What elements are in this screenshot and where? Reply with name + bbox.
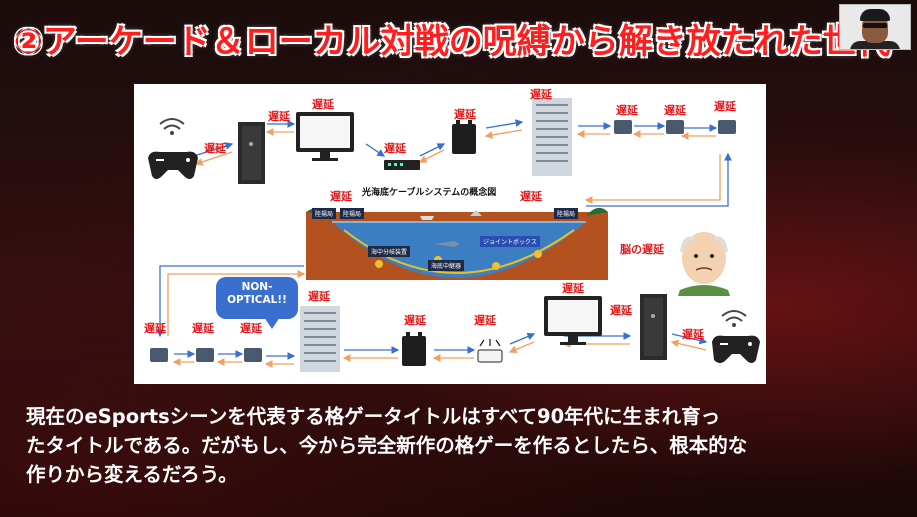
delay-label: 遅延 xyxy=(384,142,406,155)
delay-label: 遅延 xyxy=(268,110,290,123)
non-optical-bubble: NON- OPTICAL!! xyxy=(216,277,298,329)
building-icon xyxy=(300,306,340,372)
network-diagram: 遅延 遅延 遅延 遅延 遅延 遅延 遅延 遅延 遅延 遅延 遅延 遅延 遅延 遅… xyxy=(134,84,766,384)
network-switch-icon xyxy=(384,160,420,170)
monitor-icon xyxy=(296,112,354,161)
slide-caption: 現在のeSportsシーンを代表する格ゲータイトルはすべて90年代に生まれ育っ … xyxy=(26,402,906,489)
delay-label: 遅延 xyxy=(330,190,352,203)
wifi-icon xyxy=(159,118,185,135)
delay-label: 遅延 xyxy=(474,314,496,327)
joint-box-tag: ジョイントボックス xyxy=(480,236,540,247)
delay-label: 遅延 xyxy=(204,142,226,155)
bottom-connection-arrows xyxy=(156,265,708,368)
caption-line-1: 現在のeSportsシーンを代表する格ゲータイトルはすべて90年代に生まれ育っ xyxy=(26,405,721,428)
delay-label: 遅延 xyxy=(664,104,686,117)
router-icon xyxy=(452,120,476,154)
pc-tower-icon xyxy=(640,294,667,360)
ocean-diagram-title: 光海底ケーブルシステムの概念図 xyxy=(362,188,497,198)
delay-label: 遅延 xyxy=(520,190,542,203)
station-tag: 陸揚局 xyxy=(312,208,337,219)
network-switch-icon xyxy=(477,339,503,363)
router-icon xyxy=(402,332,426,366)
delay-label: 遅延 xyxy=(240,322,262,335)
wifi-icon xyxy=(721,310,747,327)
delay-label: 遅延 xyxy=(308,290,330,303)
station-tag: 陸揚局 xyxy=(554,208,579,219)
brain-delay-label: 脳の遅延 xyxy=(620,243,664,256)
caption-line-2: たタイトルである。だがもし、今から完全新作の格ゲーを作るとしたら、根本的な xyxy=(26,434,748,457)
delay-label: 遅延 xyxy=(454,108,476,121)
delay-label: 遅延 xyxy=(404,314,426,327)
delay-label: 遅延 xyxy=(616,104,638,117)
delay-label: 遅延 xyxy=(714,100,736,113)
diagram-graphics xyxy=(148,98,760,372)
delay-label: 遅延 xyxy=(562,282,584,295)
slide-title: ②アーケード＆ローカル対戦の呪縛から解き放たれた世代 xyxy=(14,22,891,62)
branch-unit-tag: 海中分岐装置 xyxy=(368,246,411,257)
gamepad-icon xyxy=(712,335,760,363)
delay-label: 遅延 xyxy=(312,98,334,111)
monitor-icon xyxy=(544,296,602,345)
server-icon xyxy=(614,120,736,134)
building-icon xyxy=(532,98,572,176)
repeater-tag: 海底中継器 xyxy=(428,260,465,271)
delay-label: 遅延 xyxy=(682,328,704,341)
server-icon xyxy=(150,348,262,362)
delay-label: 遅延 xyxy=(192,322,214,335)
pc-tower-icon xyxy=(238,122,265,184)
caption-line-3: 作りから変えるだろう。 xyxy=(26,463,238,486)
delay-label: 遅延 xyxy=(530,88,552,101)
top-connection-arrows xyxy=(193,119,732,207)
delay-label: 遅延 xyxy=(144,322,166,335)
submarine-cable-illustration xyxy=(306,207,608,280)
station-tag: 陸揚局 xyxy=(340,208,365,219)
webcam-presenter xyxy=(839,4,911,50)
old-man-icon xyxy=(678,232,730,296)
delay-label: 遅延 xyxy=(610,304,632,317)
gamepad-icon xyxy=(148,151,198,179)
